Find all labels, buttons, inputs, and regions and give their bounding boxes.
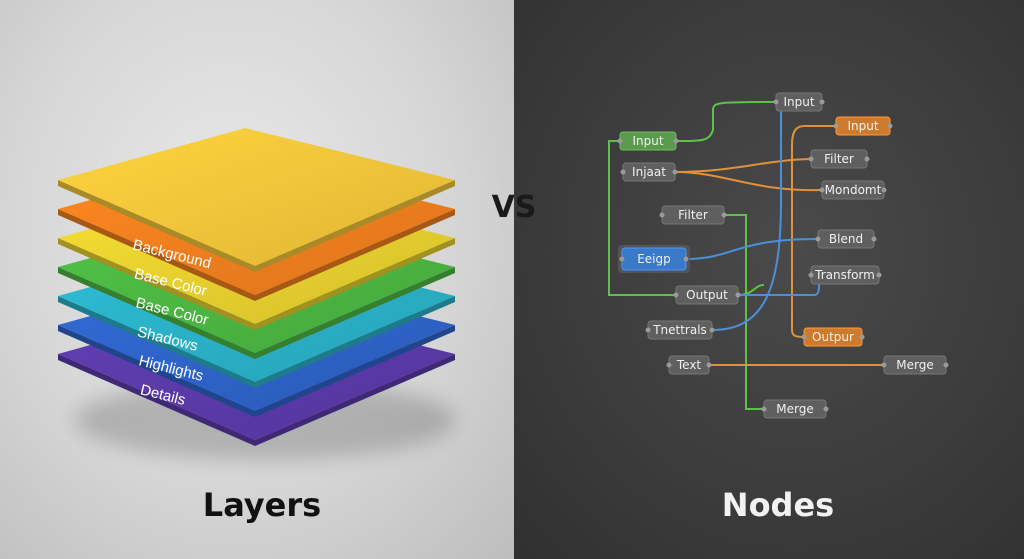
node-label: Filter — [678, 208, 708, 222]
node-label: Injaat — [632, 165, 666, 179]
node-label: Tnettrals — [652, 323, 707, 337]
node-n5[interactable]: Filter — [808, 149, 870, 169]
port-out[interactable] — [819, 99, 825, 105]
port-in[interactable] — [773, 99, 779, 105]
port-out[interactable] — [871, 236, 877, 242]
port-in[interactable] — [819, 187, 825, 193]
node-label: Merge — [896, 358, 933, 372]
wire-10 — [738, 283, 820, 296]
port-in[interactable] — [673, 292, 679, 298]
port-in[interactable] — [801, 334, 807, 340]
node-n10[interactable]: Transform — [808, 265, 882, 285]
layers-caption: Layers — [202, 486, 322, 524]
wire-1 — [608, 140, 676, 296]
port-out[interactable] — [876, 272, 882, 278]
wire-0 — [675, 101, 777, 142]
wire-4 — [674, 158, 812, 173]
node-n1[interactable]: Input — [773, 92, 825, 112]
port-in[interactable] — [808, 156, 814, 162]
node-label: Filter — [824, 152, 854, 166]
wire-9 — [711, 111, 782, 331]
node-label: Text — [676, 358, 702, 372]
port-out[interactable] — [887, 123, 893, 129]
node-n13[interactable]: Outpur — [801, 327, 865, 347]
wire-5 — [674, 171, 823, 192]
node-label: Input — [632, 134, 663, 148]
node-label: Merge — [776, 402, 813, 416]
node-n14[interactable]: Text — [666, 355, 712, 375]
port-out[interactable] — [864, 156, 870, 162]
node-n16[interactable]: Merge — [761, 399, 829, 419]
node-label: Blend — [829, 232, 863, 246]
node-n9[interactable]: Eeigp — [618, 245, 690, 273]
port-out[interactable] — [683, 256, 689, 262]
port-in[interactable] — [645, 327, 651, 333]
wire-8 — [685, 238, 819, 260]
port-out[interactable] — [943, 362, 949, 368]
port-in[interactable] — [881, 362, 887, 368]
wire-2 — [724, 214, 764, 410]
node-graph: InputInputInputInjaatFilterMondomtFilter… — [608, 92, 949, 419]
nodes-caption: Nodes — [721, 486, 835, 524]
node-label: Outpur — [812, 330, 854, 344]
node-n7[interactable]: Filter — [659, 205, 727, 225]
node-label: Input — [847, 119, 878, 133]
port-out[interactable] — [721, 212, 727, 218]
port-in[interactable] — [761, 406, 767, 412]
port-out[interactable] — [859, 334, 865, 340]
wire-6 — [791, 125, 836, 338]
port-out[interactable] — [709, 327, 715, 333]
node-n15[interactable]: Merge — [881, 355, 949, 375]
node-n3[interactable]: Input — [833, 116, 893, 136]
node-label: Eeigp — [637, 252, 671, 266]
node-n11[interactable]: Output — [673, 285, 741, 305]
vs-label: VS — [491, 190, 537, 225]
port-in[interactable] — [833, 123, 839, 129]
port-out[interactable] — [706, 362, 712, 368]
nodes-panel — [514, 0, 1024, 559]
node-n2[interactable]: Input — [617, 131, 679, 151]
node-label: Output — [686, 288, 728, 302]
node-n4[interactable]: Injaat — [620, 162, 678, 182]
port-out[interactable] — [823, 406, 829, 412]
node-label: Input — [783, 95, 814, 109]
port-in[interactable] — [808, 272, 814, 278]
port-out[interactable] — [673, 138, 679, 144]
node-n8[interactable]: Blend — [815, 229, 877, 249]
wire-3 — [737, 284, 765, 296]
port-out[interactable] — [735, 292, 741, 298]
port-in[interactable] — [659, 212, 665, 218]
port-out[interactable] — [672, 169, 678, 175]
port-in[interactable] — [619, 256, 625, 262]
node-n12[interactable]: Tnettrals — [645, 320, 715, 340]
node-label: Transform — [814, 268, 875, 282]
port-out[interactable] — [881, 187, 887, 193]
layer-0 — [58, 128, 455, 272]
port-in[interactable] — [666, 362, 672, 368]
port-in[interactable] — [815, 236, 821, 242]
node-n6[interactable]: Mondomt — [819, 180, 887, 200]
port-in[interactable] — [617, 138, 623, 144]
node-label: Mondomt — [825, 183, 882, 197]
port-in[interactable] — [620, 169, 626, 175]
